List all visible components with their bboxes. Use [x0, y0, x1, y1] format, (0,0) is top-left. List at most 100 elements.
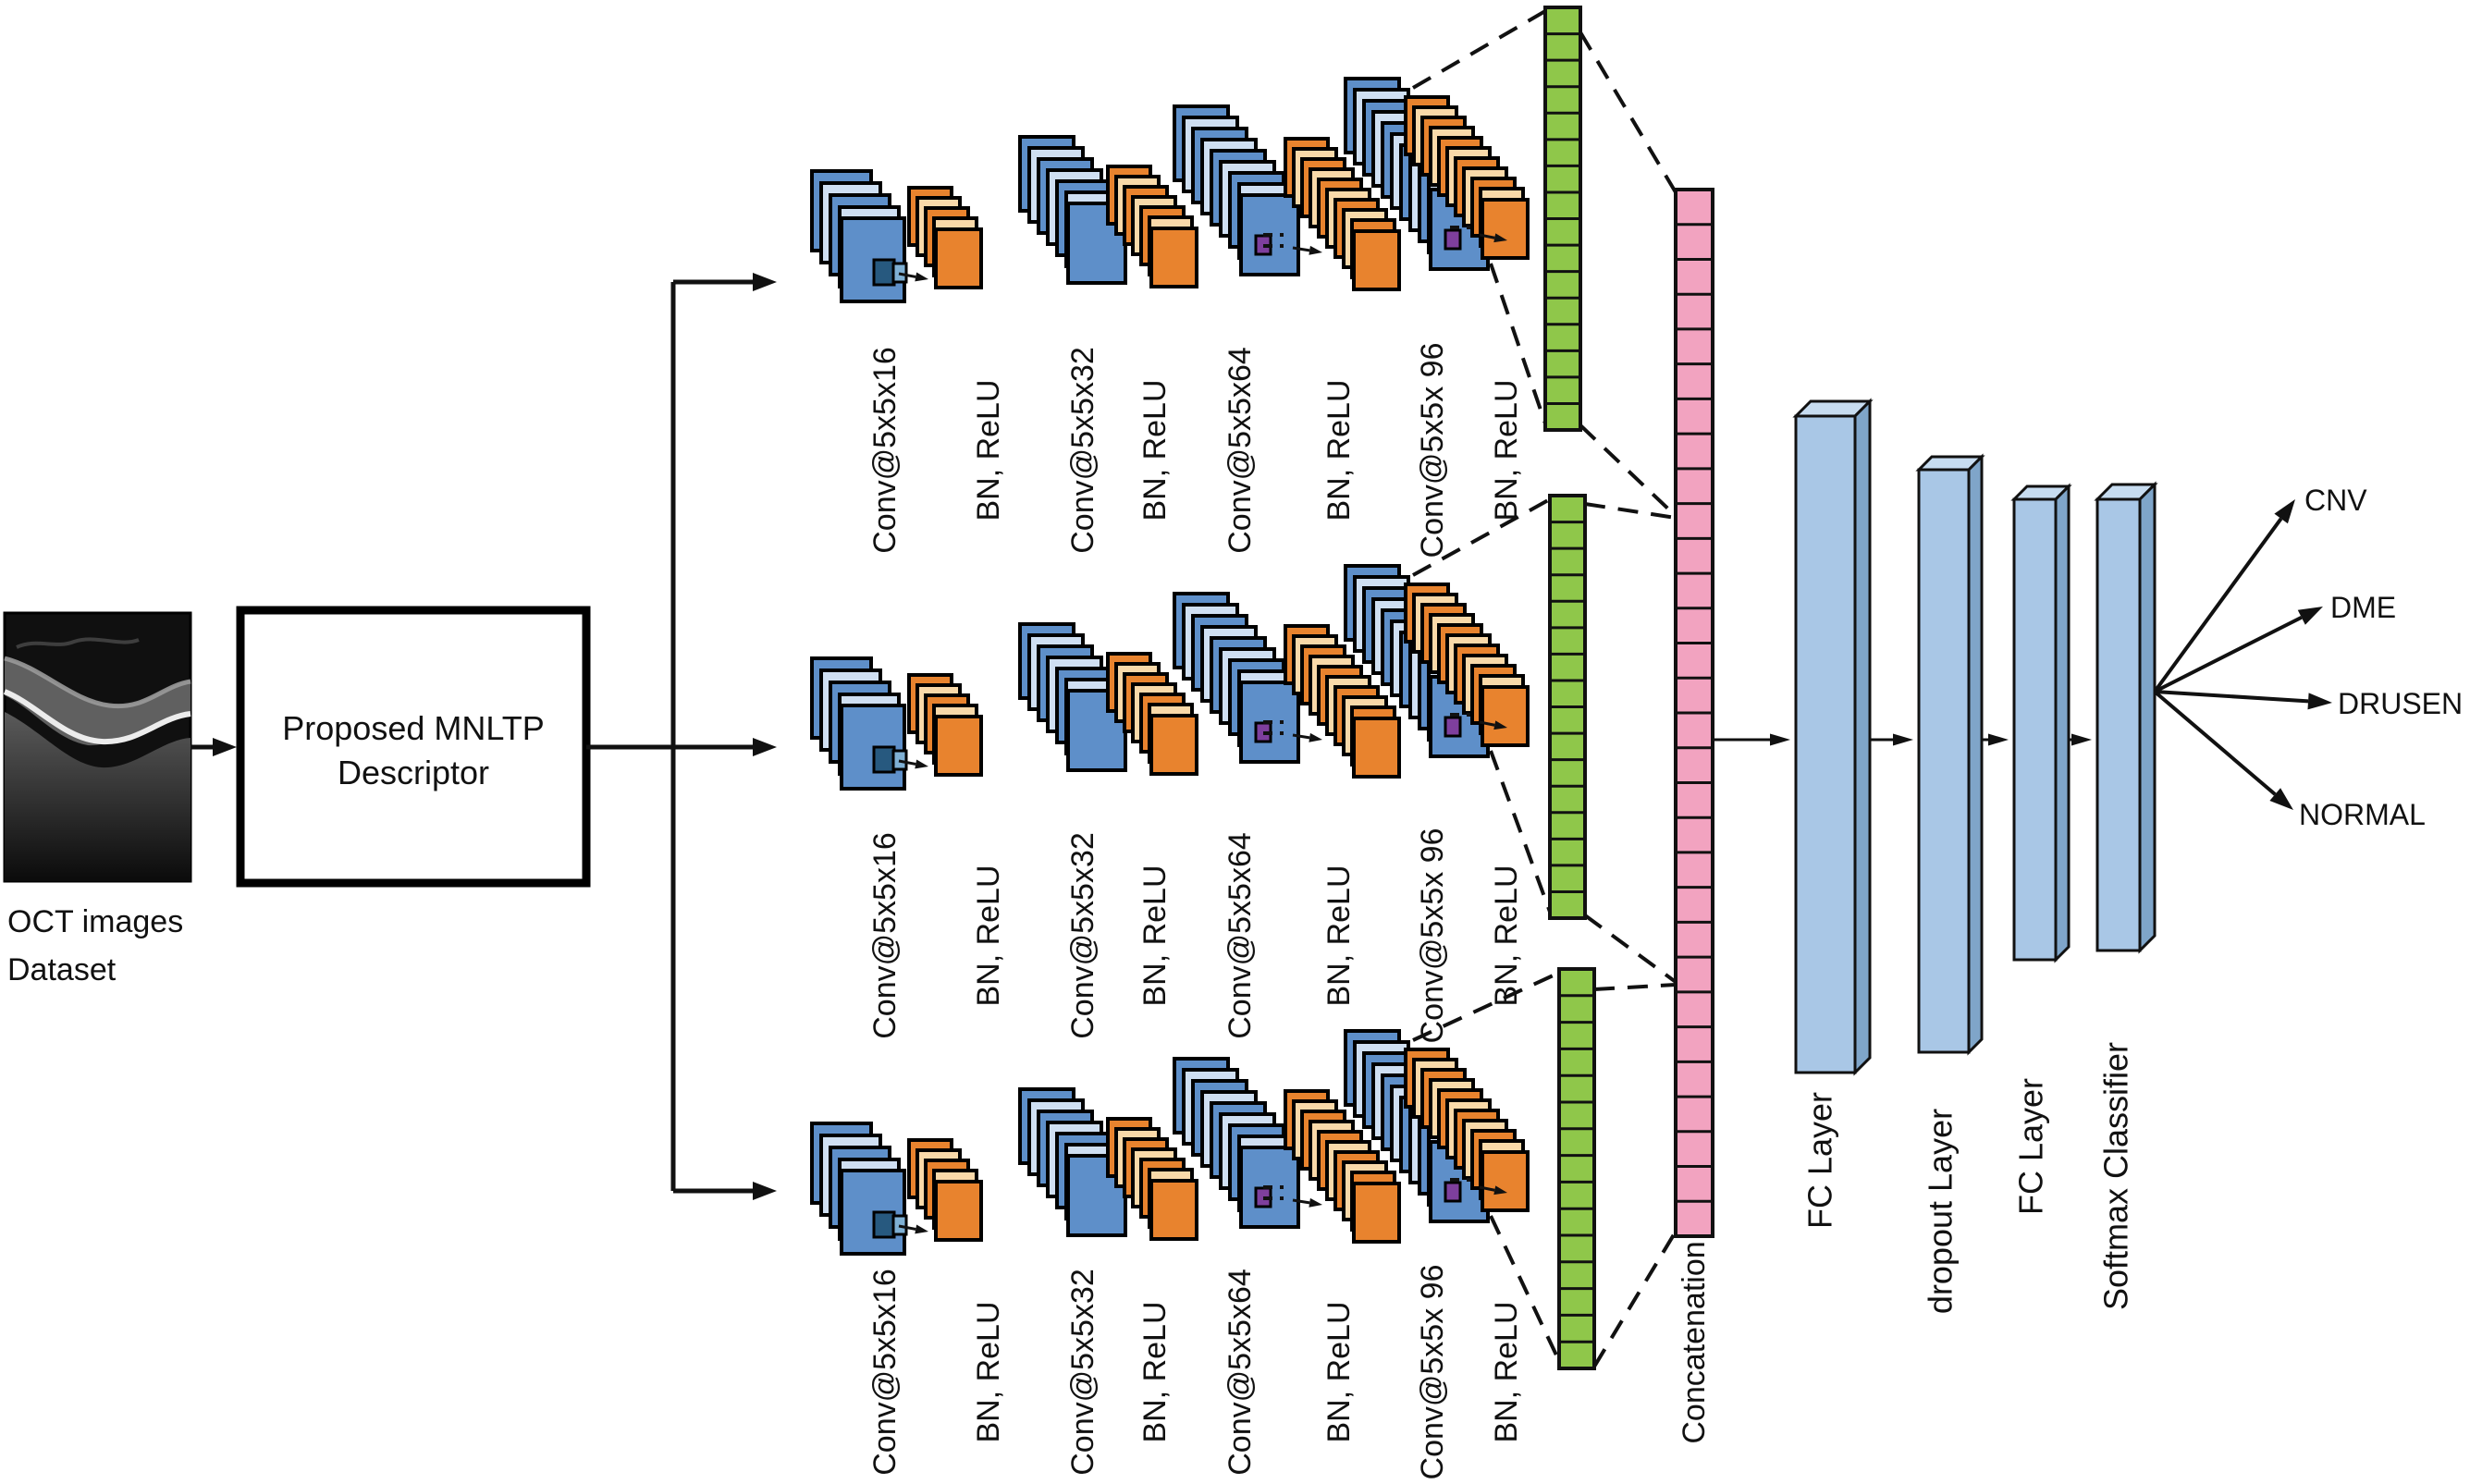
kernel-connector-arrow	[1479, 1185, 1507, 1196]
bn-relu-label: BN, ReLU	[971, 379, 1006, 521]
dropout-layer-bar-side	[1967, 453, 1984, 1056]
arrow-dropout-to-fc2	[1982, 733, 2009, 746]
bn-relu-label: BN, ReLU	[971, 865, 1006, 1006]
fc-layer-bar-1	[1792, 398, 1874, 1076]
arrow-head	[2297, 607, 2323, 625]
bn-relu-feature-stack	[907, 1138, 983, 1242]
conv-layer-label: Conv@5x5x 96	[1415, 828, 1450, 1044]
arrow-head	[753, 273, 777, 291]
kernel-connector-arrow	[898, 1224, 928, 1234]
arrow-head	[915, 272, 928, 282]
bn-relu-feature-stack	[1284, 137, 1401, 291]
arrow-head	[753, 1182, 777, 1200]
output-label-dme: DME	[2330, 591, 2396, 624]
arrow-head	[1988, 733, 2009, 746]
bn-relu-feature-stack	[1106, 652, 1198, 776]
kernel-window	[1444, 716, 1462, 738]
feature-map-front-layer	[934, 227, 983, 289]
arrow-output-normal	[2153, 690, 2293, 810]
bn-relu-label: BN, ReLU	[1489, 379, 1524, 521]
arrow-shaft	[1479, 1185, 1495, 1192]
arrow-head	[2307, 693, 2332, 710]
fc-layer-bar-2-face	[2012, 497, 2058, 962]
dashed-connector	[1579, 423, 1677, 518]
kernel-connector-arrow	[1292, 732, 1322, 742]
conv-layer-label: Conv@5x5x32	[1065, 832, 1100, 1039]
oct-bright-layer	[3, 689, 191, 745]
arrow-shaft	[1479, 720, 1495, 727]
oct-caption-line2: Dataset	[7, 952, 117, 987]
feature-vector-bar-1	[1543, 6, 1582, 432]
arrow-head	[1770, 733, 1790, 746]
feature-vector-bar-3	[1557, 967, 1596, 1370]
bn-relu-feature-stack	[1106, 165, 1198, 288]
bn-relu-label: BN, ReLU	[971, 1301, 1006, 1442]
bn-relu-label: BN, ReLU	[1137, 379, 1173, 521]
arrow-input-to-descriptor	[190, 738, 237, 756]
dropout-layer-bar	[1915, 453, 1985, 1056]
arrow-head	[1309, 1197, 1322, 1208]
dashed-connector	[1412, 497, 1551, 577]
conv-layer-label: Conv@5x5x16	[867, 1269, 903, 1476]
softmax-classifier-label: Softmax Classifier	[2097, 1042, 2135, 1310]
arrow-head	[1893, 733, 1913, 746]
softmax-classifier-bar-side	[2138, 481, 2157, 954]
dashed-connector	[1489, 263, 1547, 424]
feature-map-front-layer	[1149, 714, 1198, 776]
conv-layer-label: Conv@5x5x64	[1223, 347, 1258, 554]
arrow-shaft	[1479, 233, 1495, 239]
arrow-output-drusen	[2154, 690, 2332, 710]
bn-relu-feature-stack	[1404, 95, 1530, 260]
feature-map-front-layer	[1481, 685, 1530, 747]
feature-map-front-layer	[1149, 1179, 1198, 1241]
feature-map-front-layer	[1481, 1150, 1530, 1212]
conv-feature-stack	[810, 1122, 908, 1256]
oct-upper-layer	[4, 656, 191, 709]
feature-vector-bar-3-body	[1557, 967, 1596, 1370]
conv-feature-stack	[1173, 104, 1300, 276]
arrow-head	[1309, 245, 1322, 255]
dashed-connector	[1411, 9, 1547, 90]
dropout-layer-label: dropout Layer	[1922, 1109, 1960, 1314]
fc-layer-bar-2	[2010, 483, 2072, 963]
arrow-descriptor-to-branch2	[586, 738, 777, 756]
arrow-fc2-to-softmax	[2069, 733, 2092, 746]
conv-feature-stack	[810, 656, 908, 791]
arrow-head	[213, 738, 237, 756]
dashed-connector	[1579, 31, 1677, 194]
feature-map-front-layer	[934, 715, 983, 777]
arrow-output-cnv	[2153, 499, 2295, 693]
bn-relu-label: BN, ReLU	[1137, 1301, 1173, 1442]
conv-layer-label: Conv@5x5x64	[1223, 832, 1258, 1039]
kernel-window	[872, 745, 896, 774]
fc-layer-label-2: FC Layer	[2012, 1078, 2050, 1215]
kernel-connector-arrow	[1292, 245, 1322, 255]
oct-caption-line1: OCT images	[7, 904, 183, 939]
arrow-head	[1493, 1185, 1507, 1196]
bn-relu-label: BN, ReLU	[1321, 1301, 1357, 1442]
arrow-head	[2071, 733, 2092, 746]
arrow-shaft	[2153, 690, 2277, 796]
kernel-window	[1444, 1181, 1462, 1203]
dashed-connector	[1489, 1215, 1561, 1362]
conv-layer-label: Conv@5x5x32	[1065, 347, 1100, 554]
arrow-shaft	[898, 1224, 916, 1231]
arrow-head	[753, 738, 777, 756]
arrow-to-branch1	[673, 273, 777, 291]
conv-layer-label: Conv@5x5x16	[867, 347, 903, 554]
arrow-shaft	[1292, 246, 1310, 252]
conv-layer-label: Conv@5x5x 96	[1415, 1265, 1450, 1480]
fc-layer-bar-1-side	[1853, 398, 1872, 1076]
kernel-connector-arrow	[1479, 720, 1507, 730]
bn-relu-feature-stack	[1404, 1048, 1530, 1212]
kernel-connector-arrow	[898, 272, 928, 282]
arrow-shaft	[2154, 615, 2303, 693]
kernel-window	[872, 258, 896, 287]
arrow-concat-to-fc1	[1713, 733, 1790, 746]
bn-relu-label: BN, ReLU	[1321, 865, 1357, 1006]
conv-layer-label: Conv@5x5x64	[1223, 1269, 1258, 1476]
feature-map-front-layer	[1352, 717, 1401, 779]
arrow-head	[915, 759, 928, 769]
